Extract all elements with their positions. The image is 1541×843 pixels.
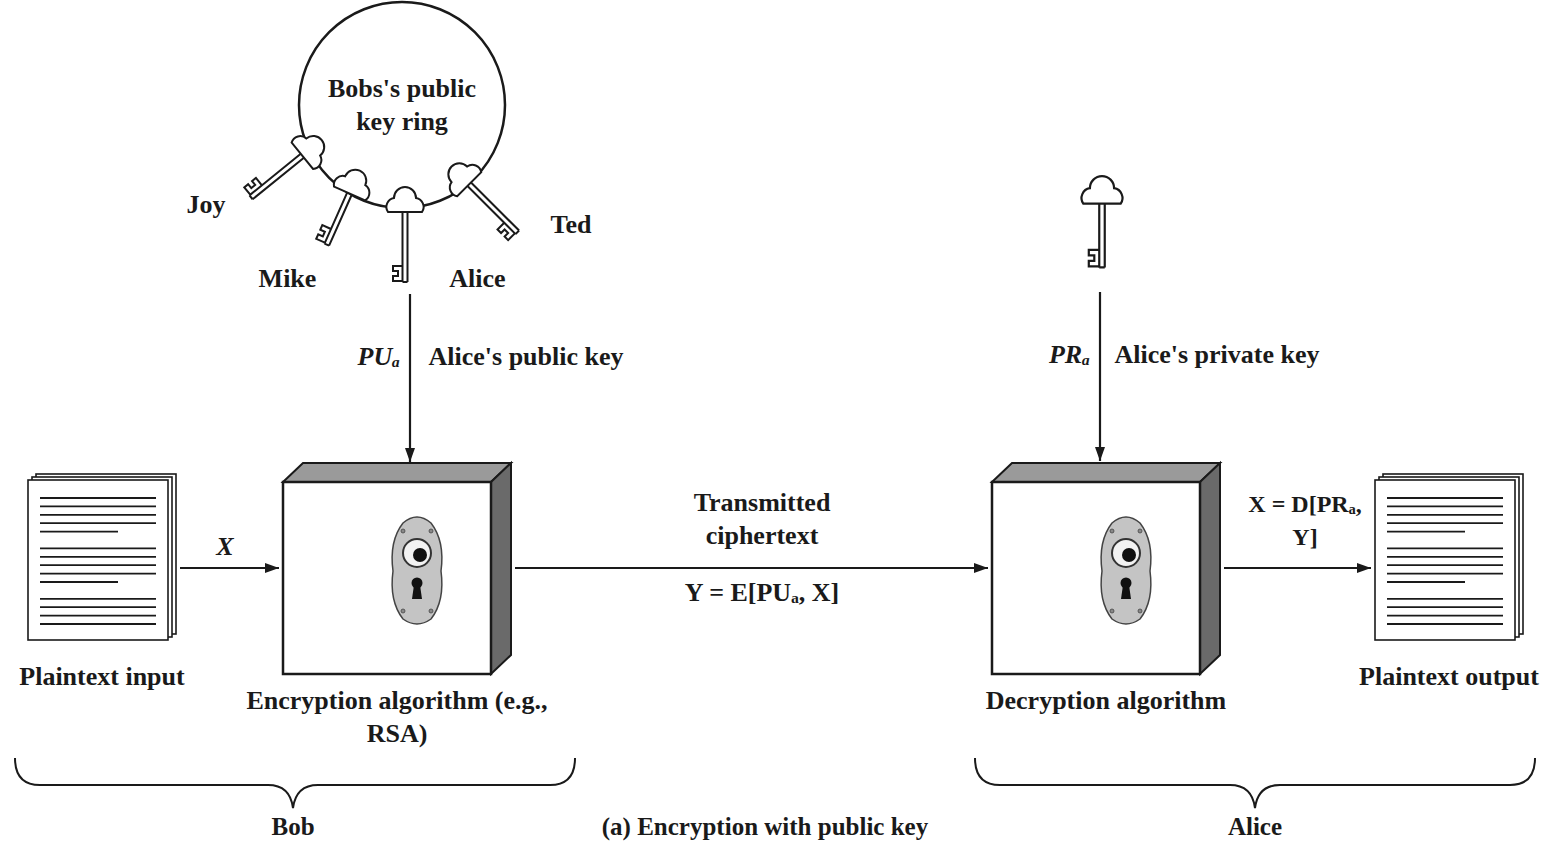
edge-label: X [200,530,250,563]
algorithm-box: Decryption algorithm [992,463,1220,674]
private-key-arrow [1099,292,1101,461]
node-caption: Plaintext output [1349,660,1541,693]
edge-label: Transmitted ciphertext [652,486,872,552]
algorithm-box-shape [283,463,511,674]
key-ring: Bobs's public key ring [240,0,560,290]
annotation: Alice's private key [1112,338,1322,371]
lock-icon [392,517,442,624]
algorithm-box-shape [992,463,1220,674]
edge-label: X = D[PRₐ, Y] [1240,488,1370,554]
node-caption: Decryption algorithm [946,684,1266,717]
node-caption: Plaintext input [2,660,202,693]
document-icon: Plaintext output [1375,474,1523,642]
key-owner-label: Joy [176,188,236,221]
figure-caption: (a) Encryption with public key [540,810,990,843]
private-key-icon [1082,176,1123,267]
annotation: PRₐ [1010,338,1090,371]
key-icon [438,153,530,245]
key-icon [310,163,377,252]
arrow-connector [515,567,988,569]
document-icon-shape [28,474,176,642]
arrow-connector [409,294,411,462]
annotation: Y = E[PUₐ, X] [652,576,872,609]
key-icon [386,187,423,282]
key-owner-label: Ted [541,208,601,241]
ring-title: Bobs's public key ring [327,72,477,138]
document-icon: Plaintext input [28,474,176,642]
party-label: Bob [243,810,343,843]
key-owner-label: Alice [440,262,515,295]
lock-icon [1101,517,1151,624]
brace [975,758,1535,808]
edge-label: Alice's public key [426,340,626,373]
arrow-connector [1224,567,1371,569]
key-ring-shape [240,0,560,290]
document-icon-shape [1375,474,1523,642]
arrow-connector [180,567,279,569]
party-label: Alice [1205,810,1305,843]
key-icon [239,126,333,212]
brace [15,758,575,808]
annotation: PUₐ [320,340,400,373]
key-owner-label: Mike [250,262,325,295]
algorithm-box: Encryption algorithm (e.g., RSA) [283,463,511,674]
node-caption: Encryption algorithm (e.g., RSA) [237,684,557,750]
